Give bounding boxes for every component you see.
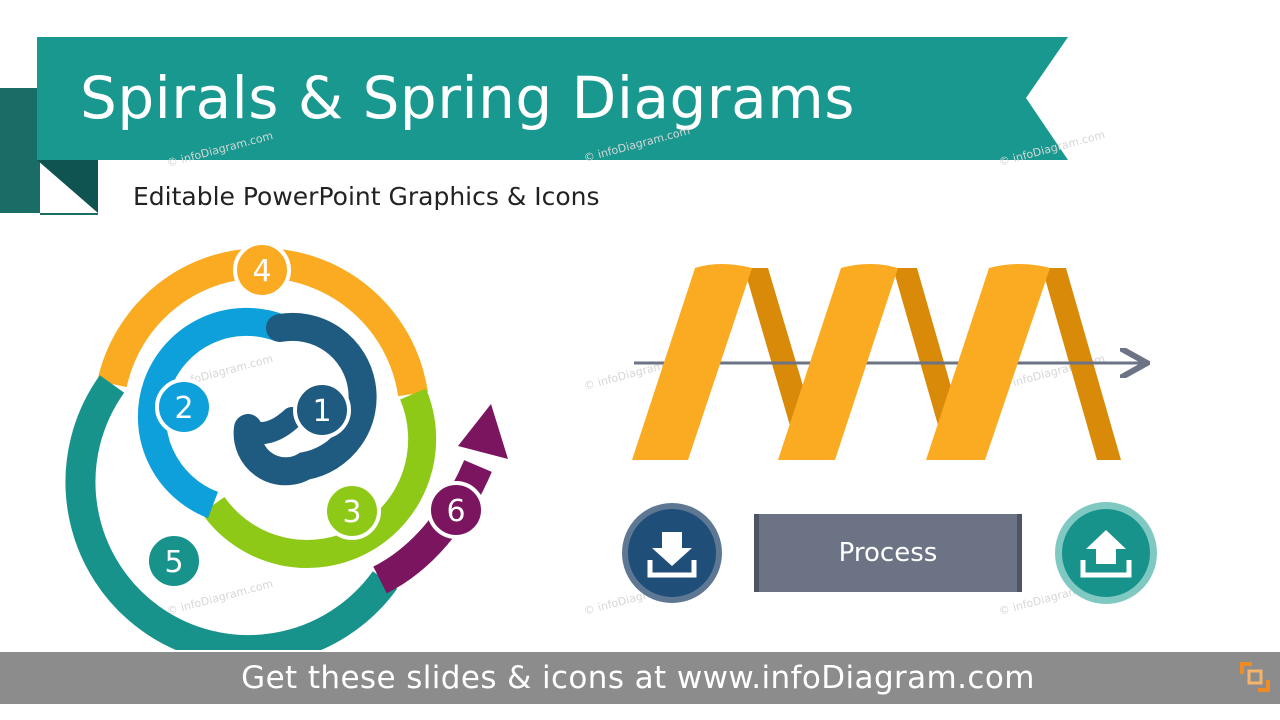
- spiral-segment-6-arrow: [372, 404, 508, 594]
- step-badge-4: 4: [233, 241, 291, 299]
- process-label: Process: [838, 538, 938, 568]
- svg-text:4: 4: [252, 254, 271, 289]
- svg-text:5: 5: [164, 545, 183, 580]
- step-badge-3: 3: [323, 482, 381, 540]
- svg-text:6: 6: [446, 494, 465, 529]
- spiral-center-curl: [237, 407, 303, 444]
- watermark: © infoDiagram.com: [165, 129, 274, 170]
- spiral-segment-2: [137, 307, 285, 519]
- spiral-diagram: 1 2 3 4 5 6: [65, 241, 508, 650]
- svg-text:1: 1: [312, 394, 331, 429]
- spring-front-band: [778, 268, 898, 460]
- page-title: Spirals & Spring Diagrams: [80, 64, 855, 132]
- title-ribbon: [0, 37, 1068, 215]
- spiral-segment-3: [201, 388, 437, 568]
- upload-icon: [1055, 502, 1157, 604]
- diagram-canvas: © infoDiagram.com © infoDiagram.com © in…: [65, 124, 1157, 650]
- spring-front-band: [926, 268, 1050, 460]
- watermark: © infoDiagram.com: [582, 124, 691, 165]
- spiral-segment-5: [65, 375, 398, 650]
- spiral-segment-1: [233, 312, 377, 486]
- footer-banner[interactable]: Get these slides & icons at www.infoDiag…: [0, 652, 1280, 704]
- step-badge-1: 1: [293, 381, 351, 439]
- step-badge-2: 2: [155, 378, 213, 436]
- footer-text[interactable]: Get these slides & icons at www.infoDiag…: [241, 660, 1035, 696]
- download-icon: [622, 503, 722, 603]
- process-box: Process: [754, 514, 1022, 592]
- step-badge-6: 6: [427, 481, 485, 539]
- page-subtitle: Editable PowerPoint Graphics & Icons: [133, 182, 600, 211]
- infodiagram-logo-icon: [1240, 662, 1270, 692]
- spring-diagram: [632, 264, 1144, 460]
- spring-front-band: [632, 268, 752, 460]
- svg-text:3: 3: [342, 495, 361, 530]
- step-badge-5: 5: [145, 532, 203, 590]
- watermark: © infoDiagram.com: [997, 128, 1106, 169]
- svg-text:2: 2: [174, 391, 193, 426]
